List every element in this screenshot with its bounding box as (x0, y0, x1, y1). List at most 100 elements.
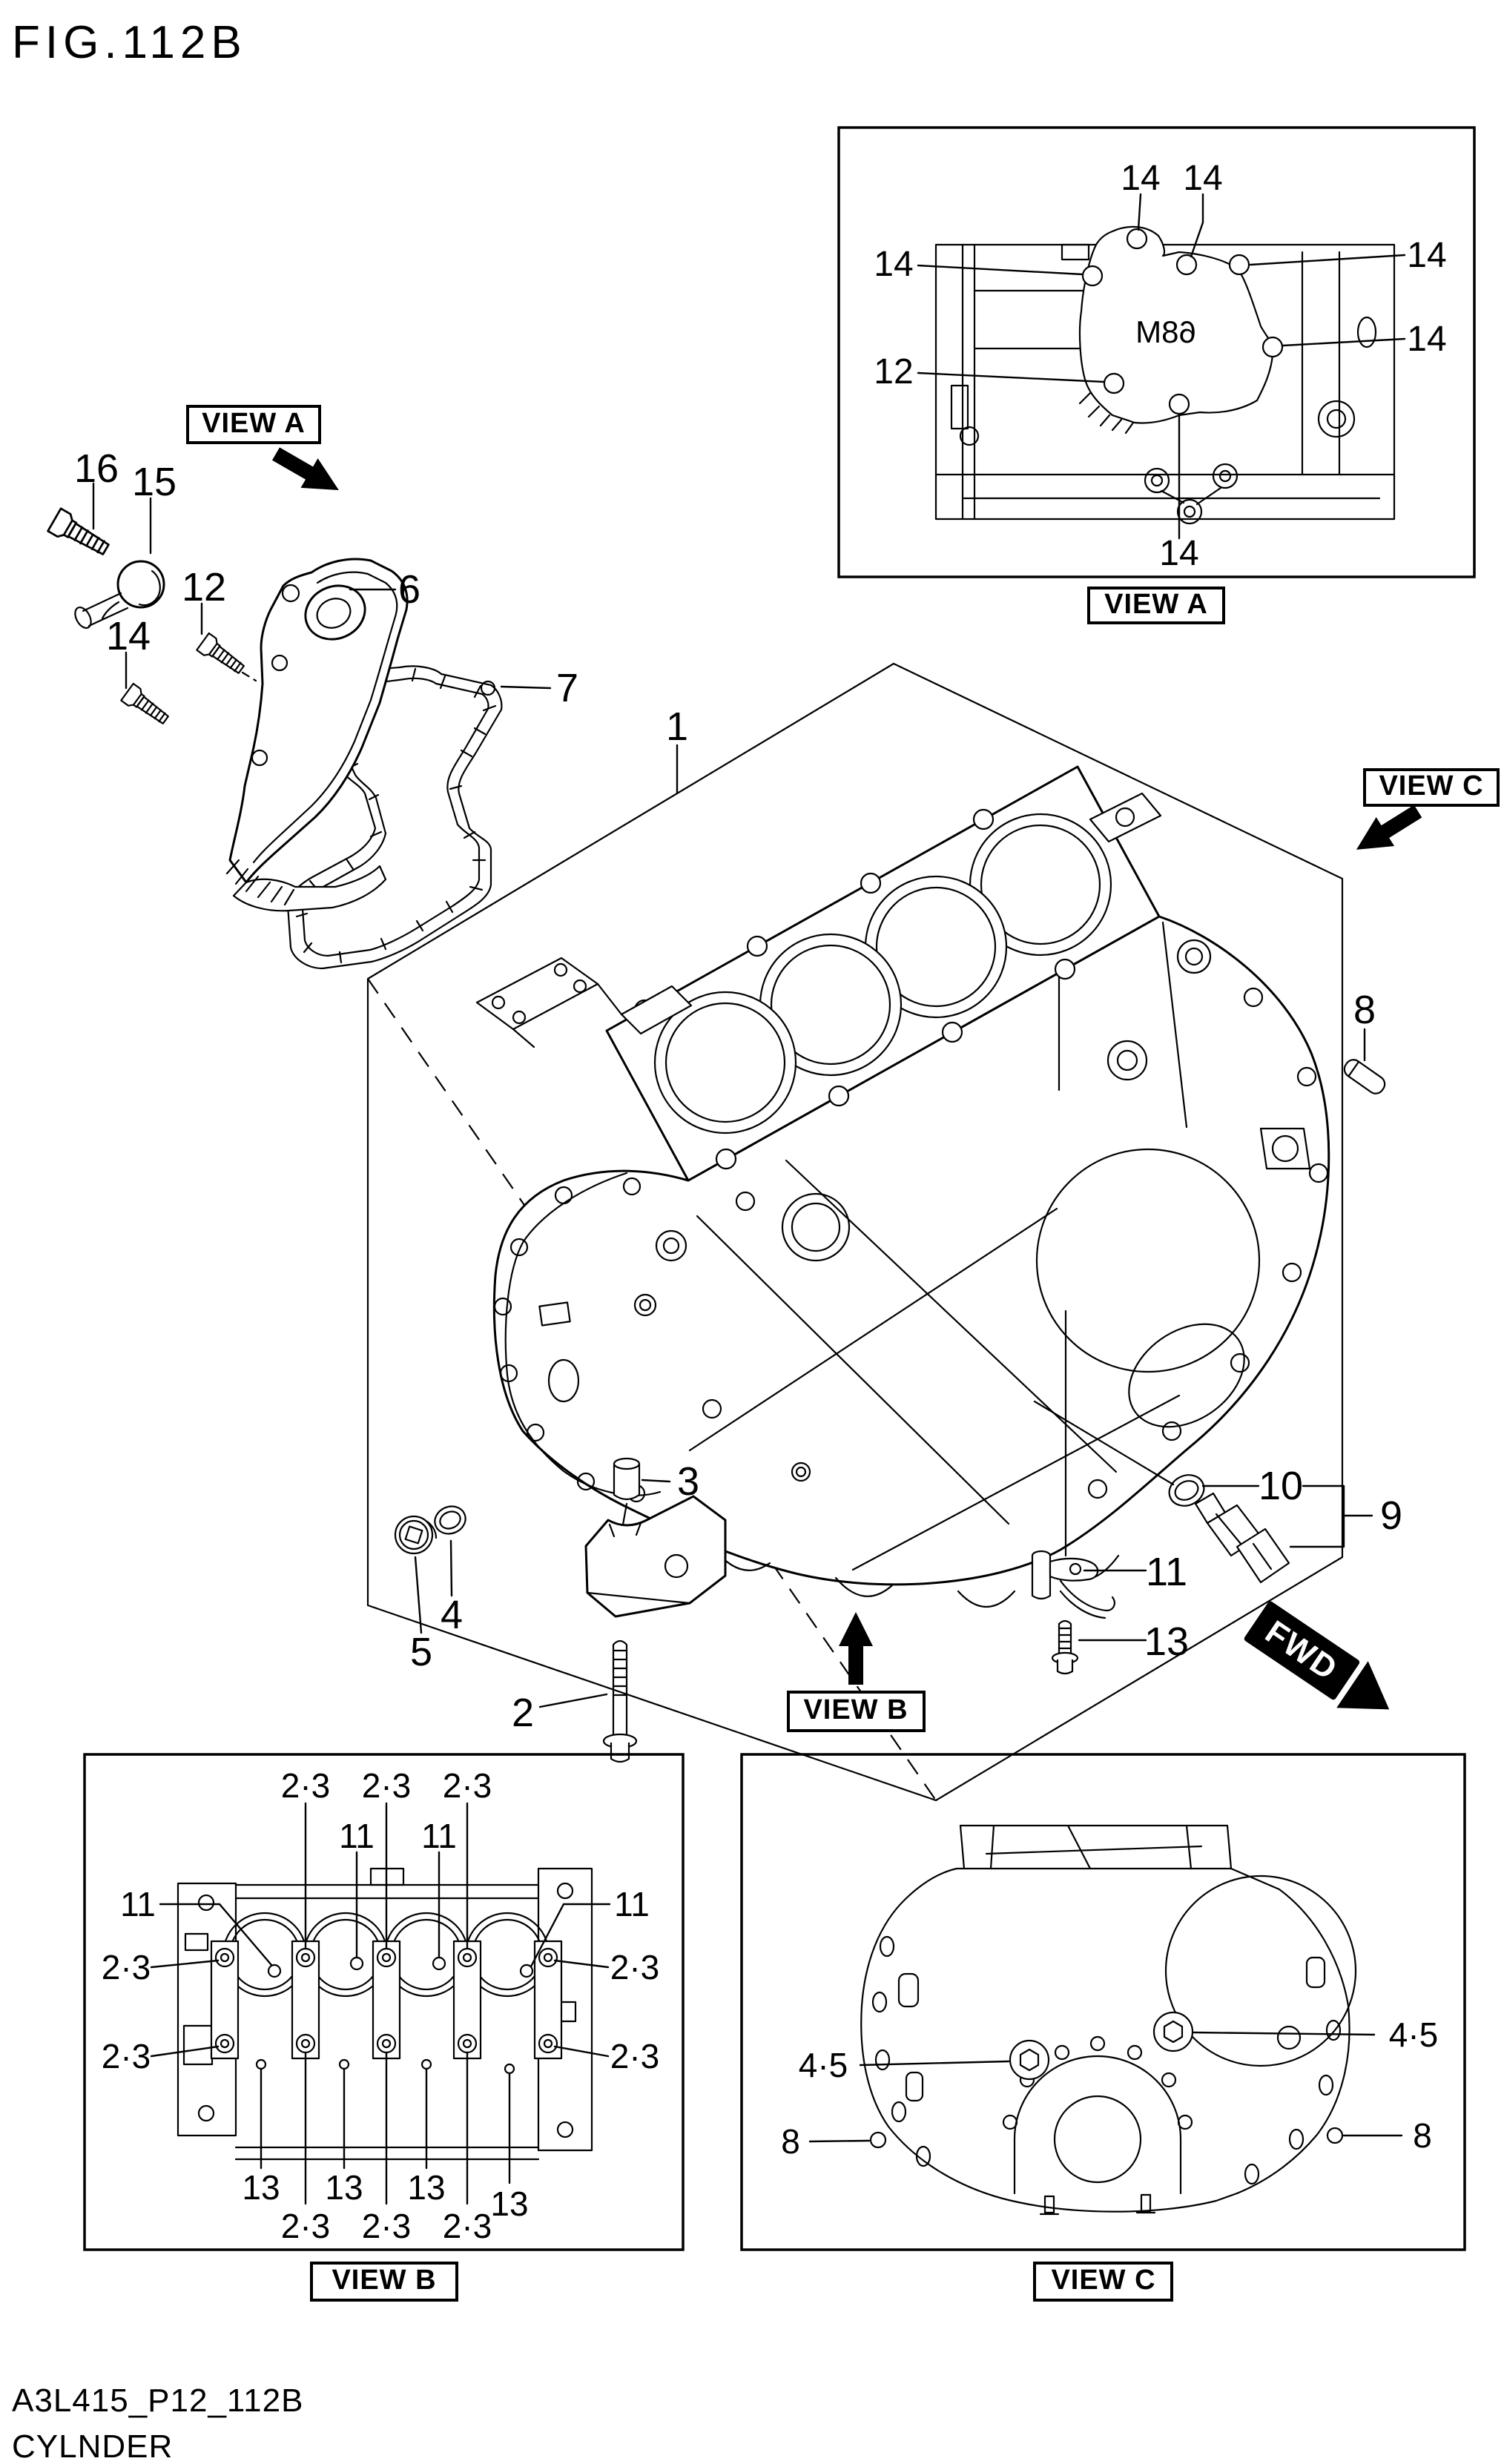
footer-code: A3L415_P12_112B (12, 2382, 303, 2419)
vc-label-8-right: 8 (1413, 2116, 1432, 2155)
part-label-4: 4 (441, 1593, 463, 1637)
vb-label-23-right1: 2·3 (610, 1948, 659, 1986)
vb-label-23-left2: 2·3 (102, 2037, 151, 2075)
part-label-10: 10 (1259, 1464, 1303, 1508)
view-a-detail-box: 68M 14 14 14 12 14 14 14 VIEW A (837, 126, 1476, 624)
part-label-9: 9 (1380, 1493, 1402, 1538)
view-a-caption-box (1087, 587, 1225, 624)
part-label-8: 8 (1353, 988, 1376, 1032)
vb-label-13-4: 13 (490, 2184, 528, 2223)
cover-drawing (225, 558, 409, 912)
view-a-leaders (917, 193, 1406, 540)
main-part-labels: 16 15 14 12 6 7 1 8 3 5 4 2 10 9 11 13 (74, 446, 1402, 1735)
vc-label-45-right: 4·5 (1389, 2015, 1438, 2054)
view-b-labels: 2·3 2·3 2·3 11 11 11 2·3 2·3 11 2·3 2·3 … (102, 1766, 659, 2245)
vb-label-23-top2: 2·3 (362, 1766, 411, 1805)
part-label-12: 12 (182, 565, 226, 610)
vb-label-11-mid2: 11 (421, 1817, 457, 1855)
casting-mark: 68M (1135, 314, 1196, 349)
dowel-8-drawing (1343, 1059, 1386, 1094)
footer-name: CYLNDER (12, 2428, 173, 2464)
va-label-12-left: 12 (874, 352, 913, 392)
view-b-leaders (150, 1802, 611, 2205)
vc-hole-8-left (869, 2131, 887, 2149)
vb-label-23-bot1: 2·3 (281, 2207, 330, 2245)
va-label-14-top2: 14 (1183, 159, 1222, 198)
view-b-pointer-caption: VIEW B (803, 1694, 908, 1725)
va-label-14-right2: 14 (1407, 320, 1446, 359)
view-b-block-drawing (177, 1867, 593, 2161)
part-label-14: 14 (106, 614, 151, 658)
view-c-detail-box: 4·5 4·5 8 8 VIEW C (740, 1753, 1466, 2302)
view-b-detail-box: 2·3 2·3 2·3 11 11 11 2·3 2·3 11 2·3 2·3 … (83, 1753, 685, 2302)
vc-bolt-45-left (1009, 2039, 1050, 2081)
vb-label-23-top1: 2·3 (281, 1766, 330, 1805)
view-c-pointer-box (1363, 768, 1500, 807)
view-c-arrow-icon (1347, 796, 1428, 865)
main-frame (366, 662, 1344, 1802)
vb-label-23-top3: 2·3 (443, 1766, 492, 1805)
part-label-13: 13 (1144, 1619, 1189, 1664)
view-a-block-drawing: 68M (934, 225, 1396, 525)
view-c-caption: VIEW C (1051, 2265, 1155, 2296)
vb-label-13-2: 13 (325, 2168, 363, 2207)
view-a-pointer-caption: VIEW A (202, 408, 306, 439)
view-c-caption-box (1033, 2262, 1173, 2302)
bolt-2-drawing (602, 1639, 638, 1763)
bearing-cap-drawing (584, 1495, 727, 1618)
view-c-labels: 4·5 4·5 8 8 (781, 2015, 1438, 2161)
part-label-7: 7 (556, 666, 578, 710)
part-label-6: 6 (398, 567, 420, 612)
sensor-9-drawing (1194, 1492, 1290, 1584)
fwd-badge: FWD (1244, 1601, 1390, 1710)
view-c-pointer-caption: VIEW C (1379, 770, 1483, 802)
plug-5-drawing (394, 1515, 438, 1555)
part-label-2: 2 (512, 1691, 534, 1735)
va-label-14-left: 14 (874, 245, 913, 284)
vb-label-13-1: 13 (242, 2168, 280, 2207)
part-label-11: 11 (1146, 1550, 1187, 1594)
view-b-caption: VIEW B (332, 2265, 436, 2296)
figure-title: FIG.112B (12, 17, 247, 68)
view-b-arrow-icon (839, 1612, 873, 1685)
vb-label-11-right: 11 (614, 1885, 650, 1923)
va-label-14-bottom: 14 (1159, 534, 1198, 573)
bolt-12-drawing (196, 632, 248, 679)
knock-sensor-15-drawing (74, 560, 165, 630)
va-label-14-right1: 14 (1407, 236, 1446, 275)
part-label-15: 15 (132, 460, 177, 504)
vb-label-13-3: 13 (407, 2168, 445, 2207)
cylinder-block-drawing (475, 765, 1330, 1608)
view-c-block-drawing (860, 1824, 1357, 2216)
vc-bolt-45-right (1152, 2011, 1194, 2052)
bolt-12-axis-dash (241, 671, 257, 682)
part-label-3: 3 (677, 1459, 699, 1504)
va-label-14-top1: 14 (1121, 159, 1160, 198)
vb-label-23-bot3: 2·3 (443, 2207, 492, 2245)
vb-label-23-left1: 2·3 (102, 1948, 151, 1986)
part-label-1: 1 (666, 704, 688, 749)
part-label-16: 16 (74, 446, 119, 491)
view-a-arrow-icon (267, 439, 348, 505)
oring-10-drawing (1168, 1474, 1205, 1507)
vc-hole-8-right (1326, 2127, 1344, 2144)
vb-label-23-bot2: 2·3 (362, 2207, 411, 2245)
bolt-16-drawing (47, 507, 113, 562)
vb-label-11-mid1: 11 (339, 1817, 375, 1855)
view-a-pointer-box (186, 405, 321, 444)
dowel-3-drawing (613, 1457, 641, 1526)
vc-label-8-left: 8 (781, 2122, 800, 2161)
view-a-caption: VIEW A (1104, 589, 1208, 620)
vb-label-11-left: 11 (120, 1885, 156, 1923)
view-b-pointer-box (787, 1691, 926, 1732)
main-leaders (92, 482, 1373, 1708)
vc-label-45-left: 4·5 (799, 2046, 848, 2084)
view-c-leaders (808, 2031, 1403, 2143)
vb-label-23-right2: 2·3 (610, 2037, 659, 2075)
view-b-caption-box (310, 2262, 458, 2302)
bolt-14-drawing (120, 682, 173, 730)
view-a-labels: 14 14 14 12 14 14 14 (874, 159, 1446, 573)
clamp-11-drawing (1031, 1550, 1115, 1619)
oring-4-drawing (434, 1505, 466, 1535)
